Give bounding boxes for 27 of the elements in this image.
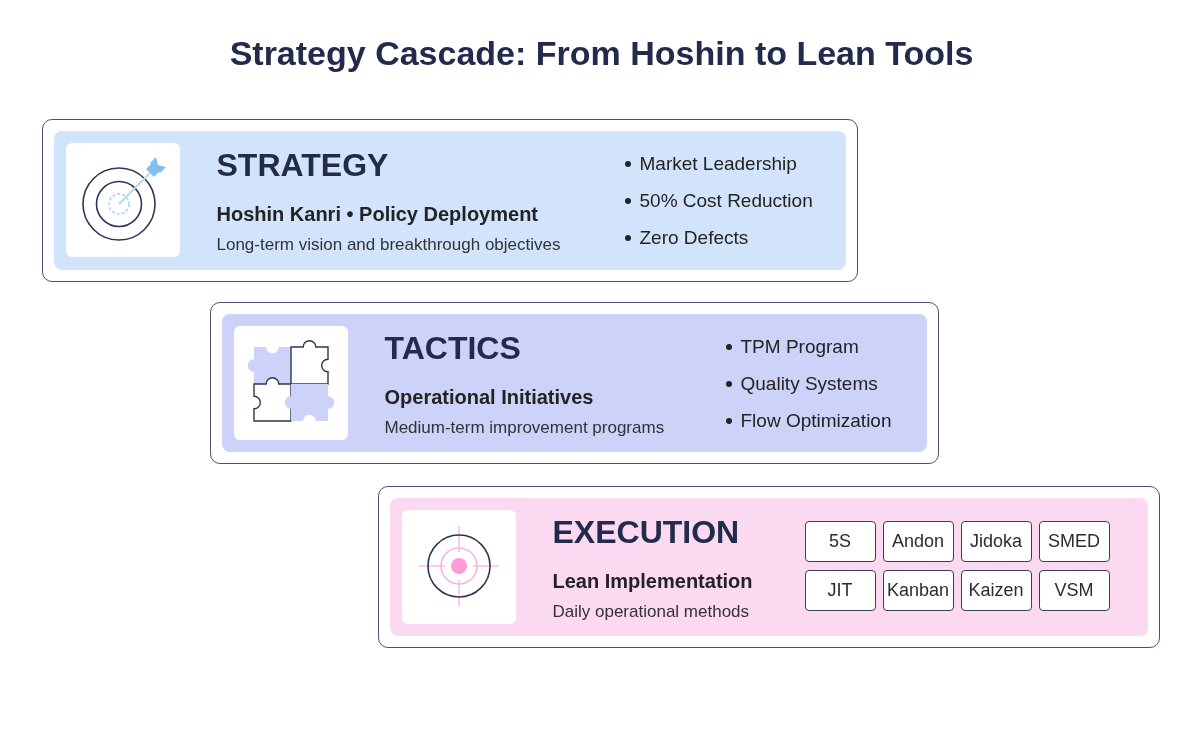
- tier-description: Long-term vision and breakthrough objectives: [216, 234, 561, 255]
- method-tag: SMED: [1038, 520, 1110, 562]
- bullet-text: Zero Defects: [639, 225, 749, 250]
- method-tag: Andon: [882, 520, 954, 562]
- tier-card: [42, 119, 858, 282]
- method-tag: VSM: [1038, 569, 1110, 611]
- tier-heading: TACTICS: [384, 329, 521, 366]
- method-tag: Kaizen: [960, 569, 1032, 611]
- bullet-text: Market Leadership: [639, 151, 797, 176]
- method-tag: JIT: [804, 569, 876, 611]
- method-tag: Jidoka: [960, 520, 1032, 562]
- tier-card: [378, 486, 1160, 648]
- tier-subheading: Lean Implementation: [552, 568, 753, 593]
- bullet-text: TPM Program: [740, 334, 859, 359]
- bullet-text: Quality Systems: [740, 371, 878, 396]
- bullet-text: Flow Optimization: [740, 408, 892, 433]
- bullet-text: 50% Cost Reduction: [639, 188, 813, 213]
- tier-description: Medium-term improvement programs: [384, 417, 665, 438]
- tier-subheading: Hoshin Kanri • Policy Deployment: [216, 201, 538, 226]
- tier-heading: STRATEGY: [216, 146, 389, 183]
- tier-description: Daily operational methods: [552, 601, 750, 622]
- tier-card: [210, 302, 939, 464]
- method-tag: 5S: [804, 520, 876, 562]
- title: Strategy Cascade: From Hoshin to Lean Tools: [228, 34, 975, 73]
- tier-heading: EXECUTION: [552, 513, 740, 550]
- method-tag: Kanban: [882, 569, 954, 611]
- tier-subheading: Operational Initiatives: [384, 384, 594, 409]
